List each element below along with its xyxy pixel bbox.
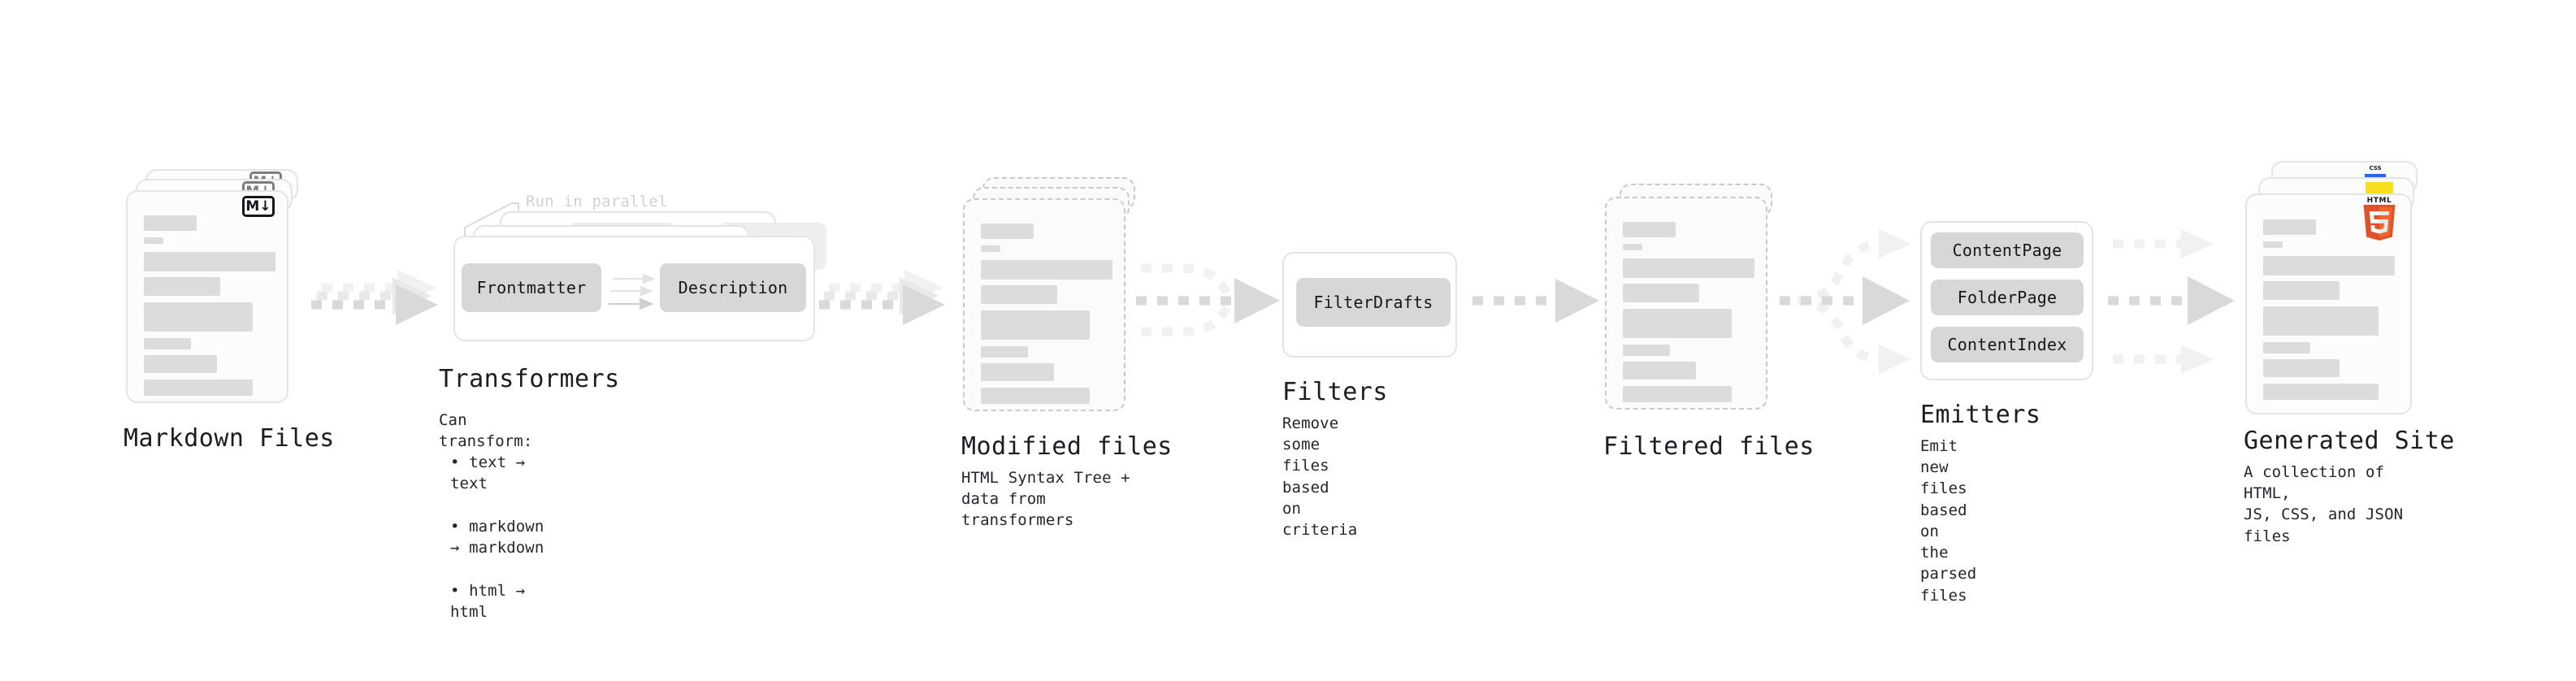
arrow-markdown-to-transformers	[311, 270, 438, 325]
stage-title-filters: Filters	[1282, 378, 1388, 406]
stage-markdown-files: M↓ M↓ M↓ Markdown Files	[124, 169, 334, 451]
arrow-transformers-to-modified	[819, 270, 945, 325]
skeleton-bar	[2263, 219, 2316, 235]
stage-filtered-files: Filtered files	[1603, 184, 1814, 459]
skeleton-bar	[144, 277, 220, 296]
stage-title-emitters: Emitters	[1920, 401, 2041, 429]
emitter-pill-contentindex[interactable]: ContentIndex	[1931, 327, 2084, 362]
stage-title-filtered-files: Filtered files	[1603, 432, 1815, 461]
skeleton-bar	[144, 338, 191, 349]
filtered-card-stack	[1605, 184, 1780, 427]
bullet-dot: •	[450, 453, 470, 472]
markdown-badge: M↓	[242, 196, 275, 217]
skeleton-bar	[144, 252, 275, 271]
emitter-pill-folderpage[interactable]: FolderPage	[1931, 280, 2084, 315]
skeleton-bar	[2263, 359, 2340, 377]
transformers-bullet-item: • text → text	[450, 431, 544, 495]
skeleton-bar	[1623, 284, 1699, 302]
transformers-bullet-item: • markdown → markdown	[450, 495, 544, 559]
skeleton-bar	[981, 346, 1028, 358]
skeleton-bar	[144, 302, 253, 332]
skeleton-bar	[981, 223, 1034, 239]
transformer-pill-frontmatter[interactable]: Frontmatter	[462, 263, 601, 312]
skeleton-bar	[1623, 362, 1696, 380]
skeleton-bar	[2263, 281, 2340, 300]
skeleton-bar	[981, 363, 1054, 381]
stage-title-generated-site: Generated Site	[2244, 427, 2455, 455]
html5-badge-label: HTML	[2366, 197, 2392, 205]
stage-title-markdown-files: Markdown Files	[124, 424, 335, 453]
skeleton-bar	[981, 310, 1090, 340]
bullet-dot: •	[450, 517, 470, 536]
skeleton-bar	[1623, 258, 1754, 278]
emitter-pill-contentpage[interactable]: ContentPage	[1931, 232, 2084, 268]
transformer-inner-arrows	[608, 273, 656, 310]
stage-title-modified-files: Modified files	[961, 432, 1173, 461]
skeleton-bar	[144, 355, 217, 373]
skeleton-bar	[981, 285, 1057, 304]
skeleton-bar	[144, 215, 197, 231]
markdown-card-stack: M↓ M↓ M↓	[126, 169, 301, 413]
skeleton-bar	[2263, 306, 2379, 336]
skeleton-bar	[981, 245, 1000, 252]
modified-files-description: HTML Syntax Tree + data from transformer…	[961, 469, 1130, 530]
arrow-filters-to-filtered	[1472, 279, 1599, 323]
html5-badge: HTML	[2361, 197, 2397, 241]
skeleton-bar	[1623, 244, 1642, 250]
arrow-modified-to-filters	[1136, 263, 1280, 336]
css3-badge-bar	[2365, 174, 2386, 177]
transformers-bullet-list: • text → text • markdown → markdown • ht…	[450, 431, 544, 622]
arrow-emitters-to-site	[2108, 229, 2235, 374]
modified-card-stack	[963, 177, 1138, 421]
transformers-bullet-item: • html → html	[450, 558, 544, 622]
bullet-dot: •	[450, 581, 470, 600]
skeleton-bar	[1623, 345, 1670, 356]
card-sheet-front	[1605, 197, 1767, 410]
html5-shield-icon	[2363, 205, 2396, 241]
css3-badge: CSS	[2365, 166, 2386, 177]
skeleton-bar	[1623, 386, 1732, 402]
bullet-label: html → html	[450, 581, 526, 621]
stage-modified-files: Modified files HTML Syntax Tree + data f…	[961, 177, 1172, 529]
skeleton-bar	[981, 260, 1112, 280]
skeleton-bar	[1623, 222, 1676, 237]
bullet-label: markdown → markdown	[450, 517, 544, 557]
skeleton-bar	[981, 388, 1090, 404]
skeleton-bar	[2263, 241, 2283, 248]
stage-generated-site: CSS HTML	[2244, 161, 2454, 545]
arrow-filtered-to-emitters	[1780, 229, 1911, 374]
skeleton-bar	[144, 237, 163, 244]
generated-card-stack: CSS HTML	[2245, 161, 2432, 414]
run-in-parallel-label: Run in parallel	[526, 193, 668, 210]
skeleton-bar	[144, 380, 253, 396]
skeleton-bar	[2263, 342, 2310, 354]
transformers-lead: Can transform:	[439, 411, 533, 451]
transformer-pill-description[interactable]: Description	[660, 263, 806, 312]
stage-title-transformers: Transformers	[439, 365, 620, 393]
skeleton-bar	[2263, 384, 2379, 400]
filter-pill-filterdrafts[interactable]: FilterDrafts	[1296, 278, 1451, 327]
filters-description: Remove some files based on criteria	[1282, 414, 1358, 540]
css3-badge-label: CSS	[2369, 165, 2382, 171]
skeleton-bar	[2263, 256, 2395, 275]
card-sheet-front	[963, 198, 1125, 411]
skeleton-bar	[1623, 309, 1732, 338]
bullet-label: text → text	[450, 453, 526, 493]
card-sheet-front	[126, 190, 288, 403]
emitters-description: Emit new files based on the parsed files	[1920, 437, 1977, 605]
generated-site-description: A collection of HTML, JS, CSS, and JSON …	[2244, 463, 2404, 545]
